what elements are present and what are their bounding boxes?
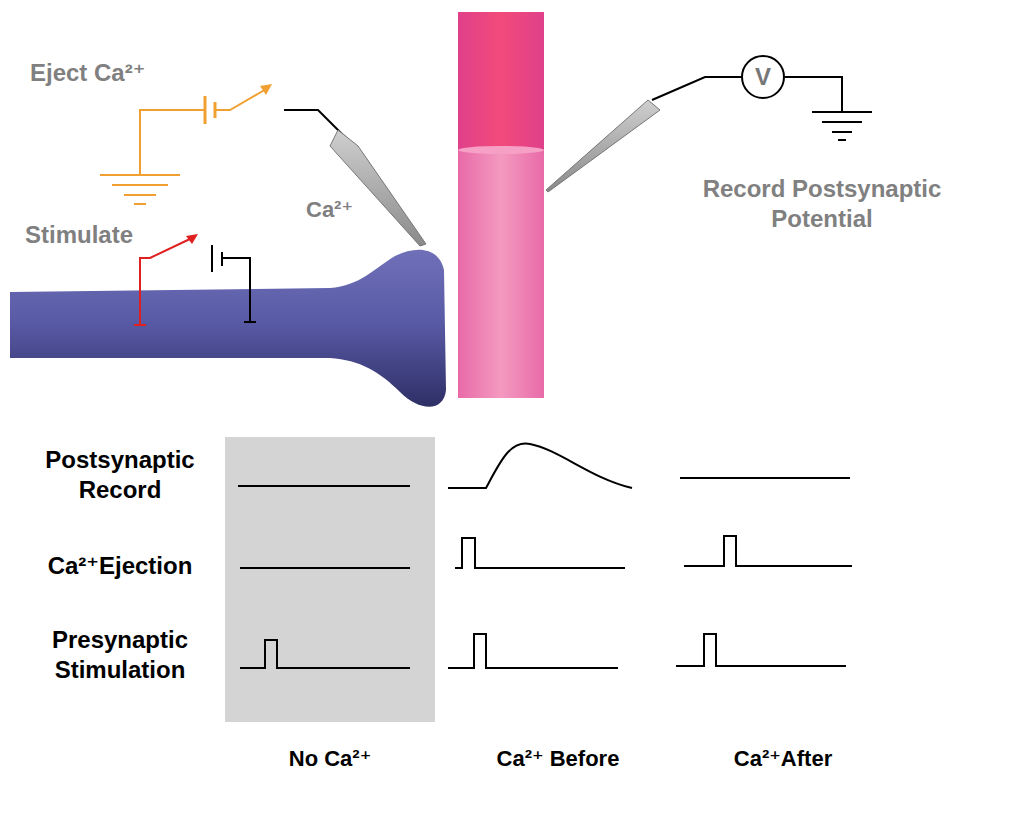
circuit-label: Stimulate: [25, 220, 133, 250]
electrode-label: Record Postsynaptic Potential: [657, 174, 987, 234]
voltmeter-circle: V: [741, 55, 785, 99]
circuit-label: Eject Ca²⁺: [30, 58, 145, 88]
pipette-label: Ca²⁺: [306, 196, 353, 224]
trace-row-label: Presynaptic Stimulation: [15, 625, 225, 685]
condition-label: Ca²⁺ Before: [458, 745, 658, 773]
condition-label: No Ca²⁺: [230, 745, 430, 773]
trace-row-label: Postsynaptic Record: [15, 445, 225, 505]
meter-symbol: V: [755, 63, 771, 91]
trace-row-label: Ca²⁺Ejection: [15, 551, 225, 581]
condition-label: Ca²⁺After: [683, 745, 883, 773]
